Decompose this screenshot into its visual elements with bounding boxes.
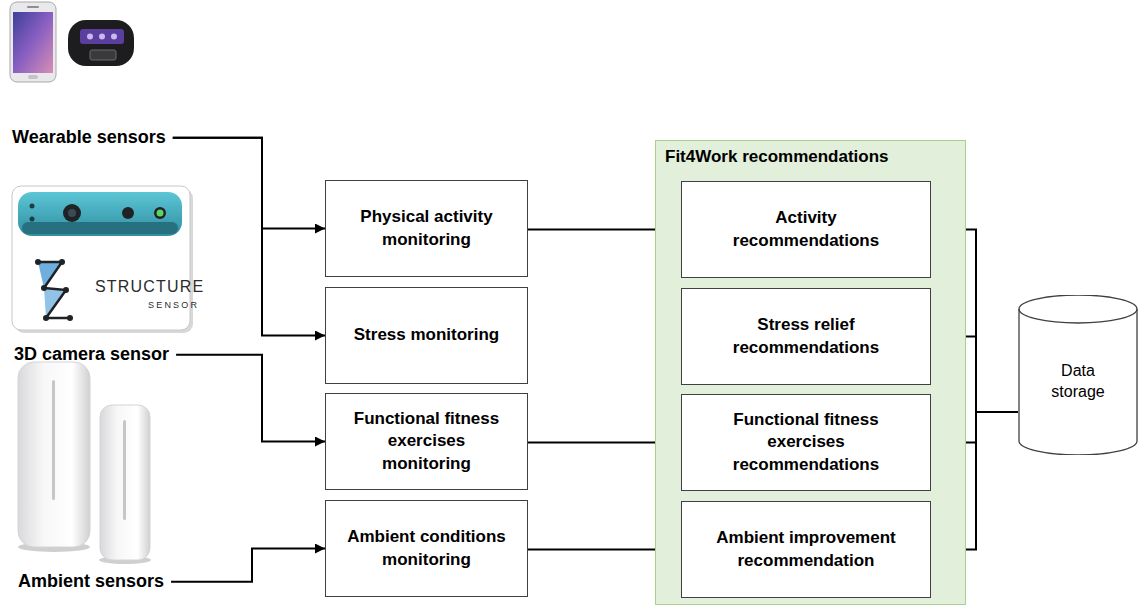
phone-icon (10, 2, 56, 82)
sensor-name: Wearable sensors (12, 127, 166, 149)
arrow-connector (173, 138, 325, 229)
process-box: Functional fitness exercises monitoring (325, 393, 528, 490)
ambient-sensor-icon (18, 362, 151, 564)
wristband-body (68, 20, 134, 66)
process-box: Ambient conditions monitoring (325, 500, 528, 597)
structure-logo (35, 259, 73, 321)
sensor-base-shadow (99, 556, 151, 564)
logo-node (59, 259, 65, 265)
group-title: Fit4Work recommendations (665, 147, 889, 167)
cylinder-rim (1019, 309, 1137, 323)
cylinder-body (1019, 295, 1137, 455)
box-label: Ambient improvement recommendation (710, 527, 902, 571)
logo-subtitle: SENSOR (148, 300, 199, 310)
wristband-icon (68, 20, 134, 66)
box-label: Functional fitness exercises monitoring (344, 408, 509, 474)
sensor-slit (52, 380, 55, 500)
wristband-screen (80, 29, 124, 44)
box-label: Data storage (1040, 361, 1116, 403)
logo-node (43, 315, 49, 321)
phone-button (28, 75, 38, 79)
sensor-lens (122, 207, 134, 219)
camera-sensor-icon (12, 186, 193, 333)
phone-body (10, 2, 56, 82)
box-label: Stress monitoring (354, 324, 499, 346)
recommendation-box: Stress relief recommendations (681, 288, 931, 385)
sensor-dot (30, 217, 35, 222)
panel-shadow (15, 189, 193, 333)
phone-screen (13, 12, 53, 73)
sensor-label: Ambient sensors (18, 571, 164, 593)
logo-line (38, 262, 70, 318)
sensor-bar-base (22, 222, 178, 234)
logo-node (67, 315, 73, 321)
sensor-slit (123, 420, 126, 520)
box-label: Stress relief recommendations (710, 314, 902, 358)
phone-speaker (27, 6, 39, 8)
sensor-led (157, 210, 164, 217)
sensor-label: Wearable sensors (12, 127, 166, 149)
sensor-dot (30, 204, 35, 209)
sensor-name: Ambient sensors (18, 571, 164, 593)
logo-facet (38, 262, 62, 288)
sensor-lens (154, 207, 166, 219)
logo-node (35, 259, 41, 265)
logo-node (63, 287, 69, 293)
sensor-name: 3D camera sensor (14, 344, 169, 366)
box-label: Activity recommendations (710, 207, 902, 251)
sensor-lens-inner (68, 209, 76, 217)
wristband-icon-dot (111, 34, 117, 40)
wristband-sensor (90, 50, 116, 60)
box-label: Physical activity monitoring (344, 206, 509, 250)
sensor-bar (18, 192, 182, 236)
process-box: Stress monitoring (325, 287, 528, 384)
logo-node (41, 285, 47, 291)
box-label: Functional fitness exercises recommendat… (710, 409, 902, 475)
box-label: Ambient conditions monitoring (344, 526, 509, 570)
logo-facet (44, 288, 66, 318)
recommendation-box: Ambient improvement recommendation (681, 501, 931, 598)
sensor-base-shadow (18, 542, 90, 552)
wristband-icon-dot (87, 34, 93, 40)
group-panel: Fit4Work recommendationsActivity recomme… (655, 140, 966, 605)
storage-cylinder: Data storage (1018, 295, 1138, 455)
tall-sensor (18, 362, 90, 547)
arrow-connector (171, 549, 325, 582)
recommendation-box: Activity recommendations (681, 181, 931, 278)
process-box: Physical activity monitoring (325, 180, 528, 277)
sensor-lens (63, 204, 81, 222)
sensor-label: 3D camera sensor (14, 344, 169, 366)
logo-wordmark: STRUCTURE (95, 278, 204, 296)
arrow-connector (176, 355, 325, 442)
short-sensor (100, 405, 150, 560)
wristband-icon-dot (99, 34, 105, 40)
recommendation-box: Functional fitness exercises recommendat… (681, 394, 931, 491)
